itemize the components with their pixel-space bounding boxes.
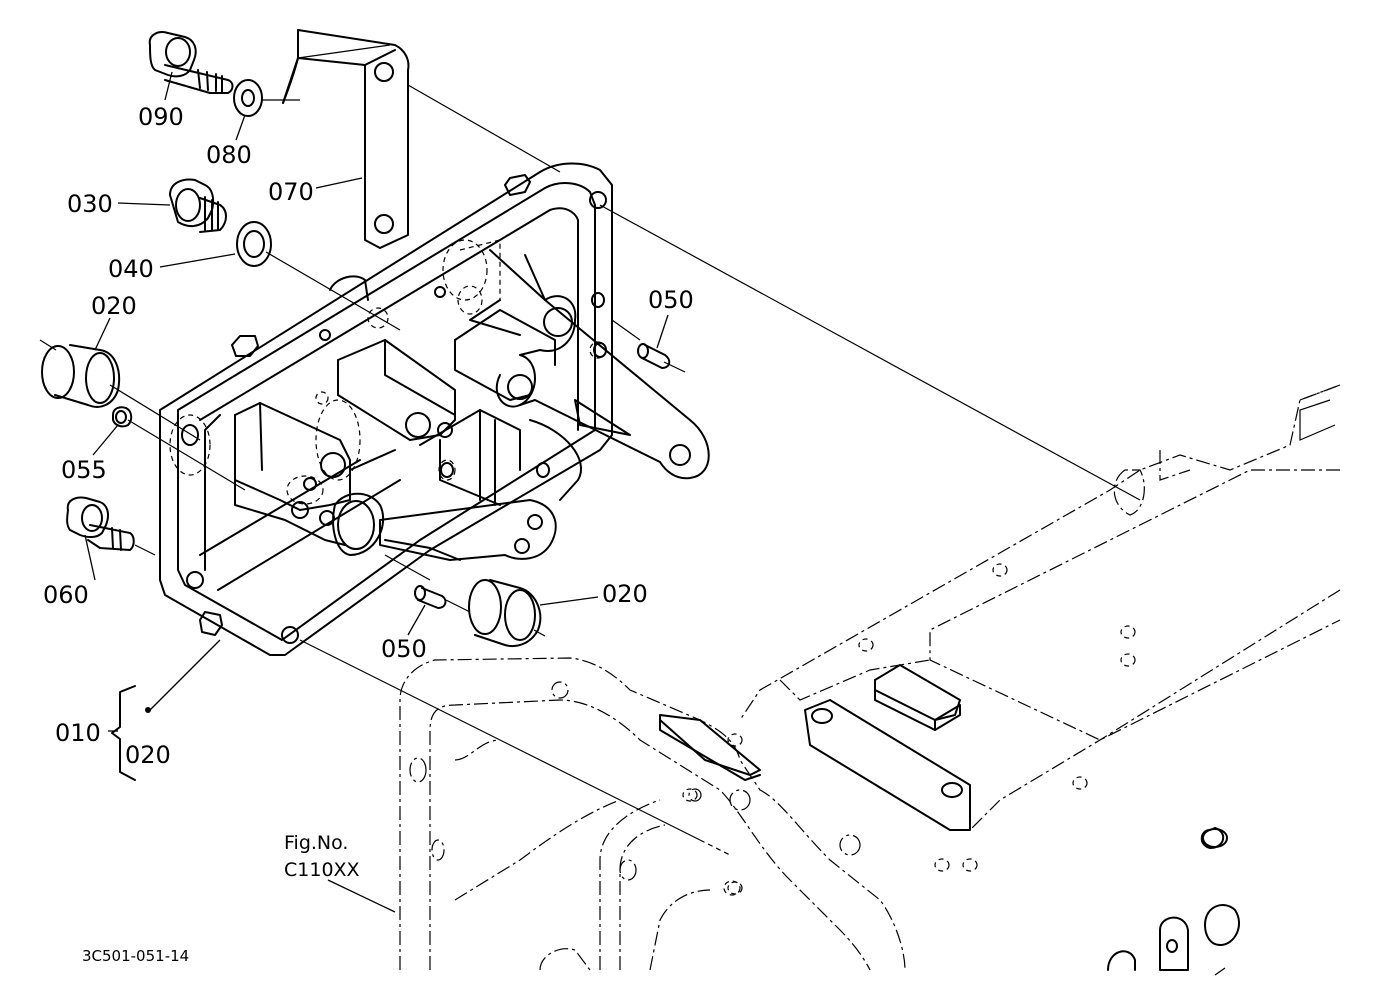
part-050-pin-upper: [637, 343, 671, 369]
clutch-housing: [399, 657, 906, 971]
fig-ref-line2: C110XX: [284, 859, 360, 881]
transmission-case: [682, 384, 1341, 976]
label-050-upper: 050: [648, 286, 694, 314]
part-080-washer: [233, 79, 263, 117]
label-050-lower: 050: [381, 635, 427, 663]
label-020-upper: 020: [91, 292, 137, 320]
part-055-plug: [112, 406, 133, 428]
cover-plate: [159, 162, 710, 656]
label-070: 070: [268, 178, 314, 206]
label-030: 030: [67, 190, 113, 218]
fig-ref-line1: Fig.No.: [284, 832, 348, 854]
label-020-lower: 020: [602, 580, 648, 608]
part-090-bolt: [148, 31, 234, 94]
label-040: 040: [108, 255, 154, 283]
drawing-code: 3C501-051-14: [82, 947, 189, 965]
label-080: 080: [206, 141, 252, 169]
label-060: 060: [43, 581, 89, 609]
part-060-bolt: [66, 496, 135, 551]
part-040-gasket: [236, 221, 272, 267]
part-050-pin-lower: [414, 585, 447, 609]
part-010-group-bracket: [111, 685, 151, 781]
leader-lines: [84, 71, 669, 913]
label-090: 090: [138, 103, 184, 131]
label-055: 055: [61, 456, 107, 484]
label-010: 010: [55, 719, 101, 747]
part-070-bracket: [282, 29, 410, 249]
assembly-lines: [39, 44, 1141, 896]
label-020-group: 020: [125, 741, 171, 769]
part-020-bushing-lower: [468, 579, 542, 648]
part-030-plug: [169, 178, 227, 233]
part-020-bushing-upper: [41, 344, 120, 408]
